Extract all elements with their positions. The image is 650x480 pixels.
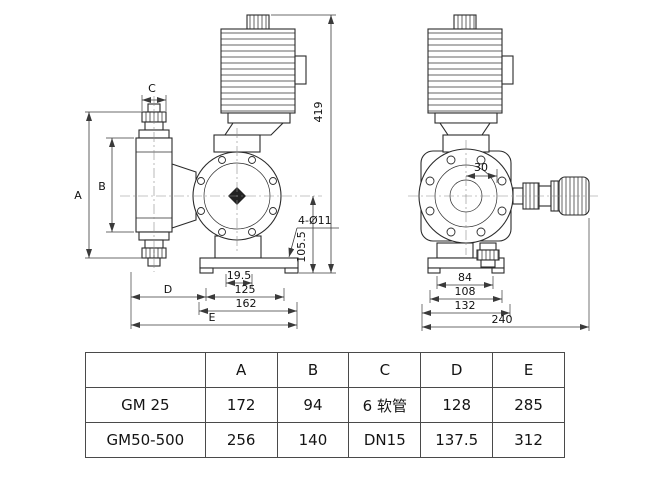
table-row-gm25: GM 25 172 94 6 软管 128 285 — [85, 387, 565, 423]
pump-dimension-drawing: C A B 419 105.5 4-Ø11 — [74, 14, 600, 331]
dim-label-108: 108 — [455, 285, 476, 298]
right-pump-view — [408, 14, 600, 274]
right-view-dimensions: 30 84 108 132 240 — [421, 161, 590, 331]
dim-label-e: E — [209, 311, 216, 324]
table-row-gm50-500: GM50-500 256 140 DN15 137.5 312 — [85, 422, 565, 458]
cell-gm50-c: DN15 — [348, 422, 422, 458]
motor-terminal-box-right — [501, 55, 514, 85]
dim-label-a: A — [74, 189, 82, 202]
cell-gm50-e: 312 — [492, 422, 565, 458]
cell-gm25-e: 285 — [492, 387, 565, 423]
header-col-a: A — [204, 352, 278, 388]
dim-label-b: B — [98, 180, 106, 193]
dim-label-4d11: 4-Ø11 — [298, 214, 332, 227]
dim-label-162: 162 — [236, 297, 257, 310]
dim-label-30: 30 — [474, 161, 488, 174]
dim-label-419: 419 — [312, 102, 325, 123]
dim-label-84: 84 — [458, 271, 472, 284]
spec-table: A B C D E GM 25 172 94 6 软管 128 285 GM50… — [85, 352, 565, 458]
header-model — [85, 352, 206, 388]
header-col-b: B — [276, 352, 350, 388]
left-pump-view — [120, 14, 322, 274]
cell-model-gm50-500: GM50-500 — [85, 422, 206, 458]
cell-gm25-c: 6 软管 — [348, 387, 422, 423]
dim-label-240: 240 — [492, 313, 513, 326]
header-col-e: E — [492, 352, 565, 388]
header-col-d: D — [420, 352, 494, 388]
pump-base-right — [427, 242, 505, 274]
motor-right — [427, 14, 514, 153]
cell-gm50-b: 140 — [276, 422, 350, 458]
motor-left — [213, 14, 307, 153]
cell-gm50-d: 137.5 — [420, 422, 494, 458]
header-col-c: C — [348, 352, 422, 388]
cell-model-gm25: GM 25 — [85, 387, 206, 423]
dim-label-132: 132 — [455, 299, 476, 312]
cell-gm25-a: 172 — [204, 387, 278, 423]
left-view-dimensions: C A B 419 105.5 4-Ø11 — [74, 14, 339, 329]
cell-gm50-a: 256 — [204, 422, 278, 458]
dim-label-105-5: 105.5 — [295, 231, 308, 263]
dim-label-c: C — [148, 82, 156, 95]
pump-base-left — [199, 235, 299, 274]
cell-gm25-d: 128 — [420, 387, 494, 423]
dim-label-d: D — [164, 283, 172, 296]
cell-gm25-b: 94 — [276, 387, 350, 423]
dim-label-19-5: 19.5 — [227, 269, 252, 282]
spec-table-header-row: A B C D E — [85, 352, 565, 388]
bottom-valve-right — [476, 242, 500, 268]
dim-label-125: 125 — [235, 283, 256, 296]
motor-terminal-box-left — [294, 55, 307, 85]
